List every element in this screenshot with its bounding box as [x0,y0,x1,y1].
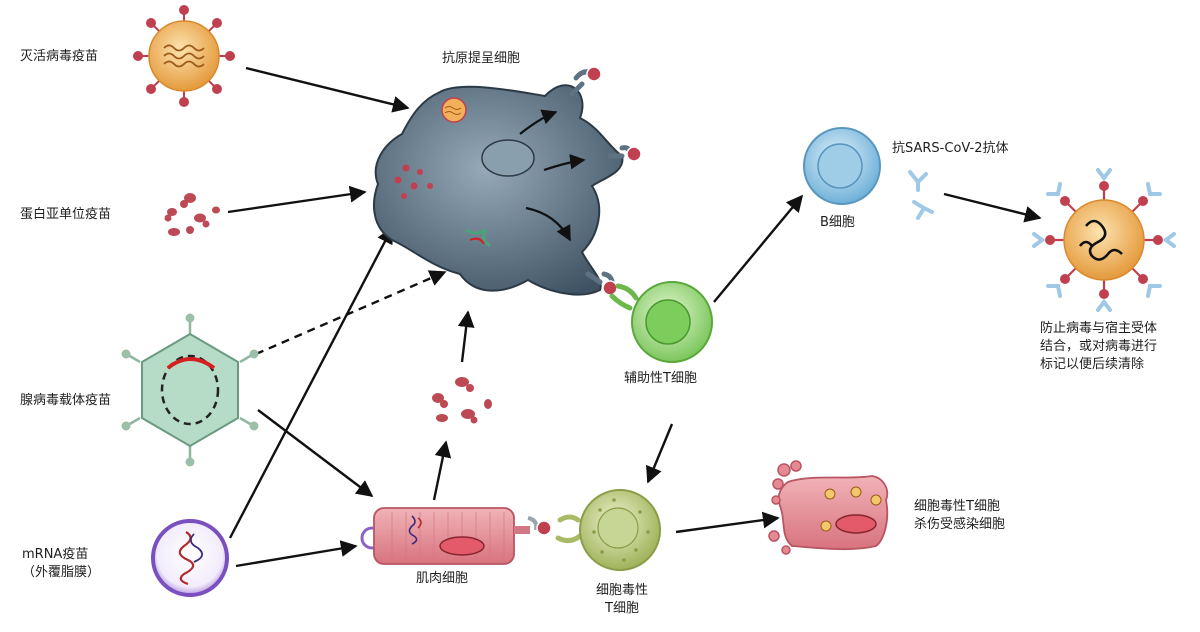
neutralize-label-line2: 结合，或对病毒进行 [1040,339,1158,354]
muscle-cell [360,507,552,565]
b-cell-label: B细胞 [820,215,855,230]
cytotoxic-t-cell [555,489,661,571]
helper-t-cell [609,281,713,363]
inactivated-vaccine-label: 灭活病毒疫苗 [20,49,99,64]
arrow-subunit-to-apc [227,185,367,214]
arrow-mrna-to-muscle [235,540,358,568]
arrow-inactivated-to-apc [245,66,410,113]
arrow-antibody-to-virus [943,192,1042,223]
arrow-cytotoxic-to-infected [675,511,780,534]
arrow-mrna-to-apc [228,226,394,539]
released-antigens-icon [432,377,492,424]
adenovirus-vector-icon [121,313,259,467]
infected-cell-icon [768,460,889,555]
antibody-label: 抗SARS-CoV-2抗体 [892,141,1009,156]
subunit-vaccine-label: 蛋白亚单位疫苗 [20,207,112,222]
arrow-muscle-to-antigens [432,440,452,501]
mrna-lipid-nanoparticle-icon [151,519,229,597]
neutralize-label-line1: 防止病毒与宿主受体 [1040,321,1158,336]
helper-t-cell-label: 辅助性T细胞 [624,371,697,386]
neutralize-label-line3: 标记以便后续清除 [1040,357,1145,372]
inactivated-virus-icon [133,5,235,107]
protein-subunit-icon [164,193,220,236]
arrows [227,66,1042,568]
mrna-vaccine-sublabel: （外覆脂膜） [22,565,101,580]
arrow-helper-to-cytotoxic [646,423,674,484]
kill-label-line2: 杀伤受感染细胞 [914,517,1006,532]
cytotoxic-t-cell-sublabel: T细胞 [605,601,639,616]
mrna-vaccine-label: mRNA疫苗 [22,547,89,562]
kill-label-line1: 细胞毒性T细胞 [914,499,1000,514]
arrow-adenovirus-to-apc [255,270,447,356]
arrow-adenovirus-to-muscle [257,409,374,498]
antigen-presenting-cell [373,66,642,296]
b-cell [803,127,881,205]
neutralized-virus-icon [1032,168,1176,312]
apc-label: 抗原提呈细胞 [442,51,521,66]
adenovirus-vaccine-label: 腺病毒载体疫苗 [20,393,112,408]
cytotoxic-t-cell-label: 细胞毒性 [595,583,648,598]
muscle-cell-label: 肌肉细胞 [416,571,469,586]
antibody-icon [908,170,934,220]
arrow-helper-to-bcell [713,194,804,303]
arrow-antigens-to-apc [457,310,475,363]
